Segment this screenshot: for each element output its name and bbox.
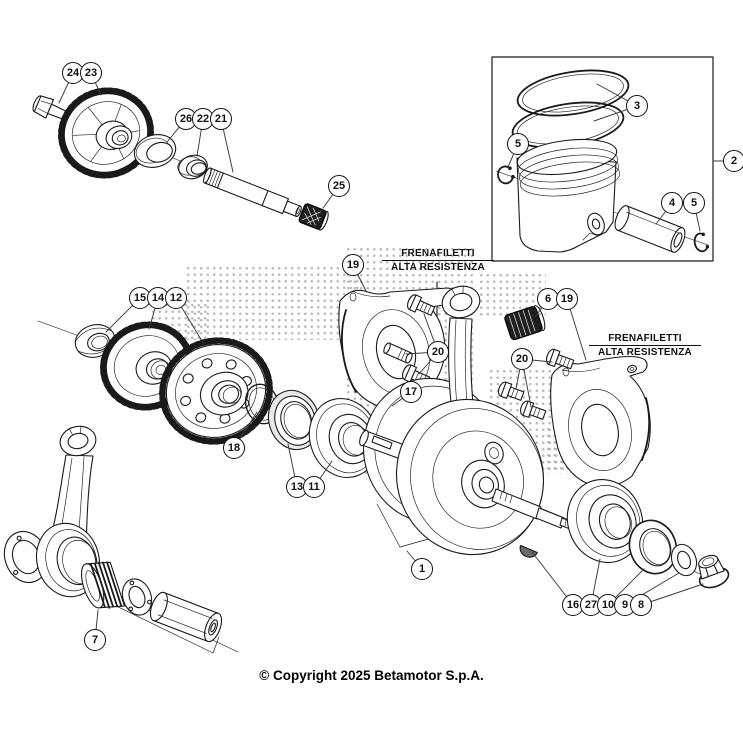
callout-19: 19 (556, 288, 578, 310)
callout-21: 21 (210, 108, 232, 130)
bearing-27 (566, 479, 644, 563)
gear-23 (58, 87, 154, 179)
copyright-text: © Copyright 2025 Betamotor S.p.A. (259, 668, 484, 683)
note-subtitle: ALTA RESISTENZA (391, 262, 485, 273)
circlip-5-left (497, 165, 515, 185)
callout-11: 11 (303, 476, 325, 498)
callout-20: 20 (511, 348, 533, 370)
balance-shaft-21 (203, 167, 302, 218)
note-title: FRENAFILETTI (589, 333, 701, 346)
crank-pin-7 (149, 591, 223, 643)
callout-16: 16 (562, 594, 584, 616)
screw-20-f (519, 400, 547, 420)
bearing-26 (133, 134, 177, 168)
thrust-washer-b (121, 578, 153, 616)
seal-10 (628, 519, 678, 575)
needle-cage-7 (80, 561, 125, 609)
callout-25: 25 (328, 175, 350, 197)
screw-20-a (406, 294, 436, 316)
callout-5: 5 (507, 133, 529, 155)
callout-5: 5 (683, 192, 705, 214)
callout-20: 20 (427, 341, 449, 363)
callout-13: 13 (286, 476, 308, 498)
callout-24: 24 (62, 62, 84, 84)
stud-20-b (383, 342, 413, 364)
callout-1: 1 (411, 558, 433, 580)
washer-9 (670, 543, 698, 577)
halftone-dots (185, 265, 360, 340)
callout-3: 3 (626, 95, 648, 117)
callout-7: 7 (84, 629, 106, 651)
callout-6: 6 (537, 288, 559, 310)
connecting-rod-7 (36, 425, 100, 598)
spacer-22 (177, 154, 208, 180)
note-subtitle: ALTA RESISTENZA (598, 347, 692, 358)
balancer-weight-right-19 (550, 355, 651, 488)
threadlocker-note-right: FRENAFILETTI ALTA RESISTENZA (589, 333, 701, 358)
callout-17: 17 (400, 381, 422, 403)
crankshaft-1 (359, 398, 579, 556)
callout-18: 18 (223, 437, 245, 459)
screw-20-d (545, 348, 575, 370)
callout-12: 12 (165, 287, 187, 309)
woodruff-key-16 (519, 544, 538, 558)
screw-20-e (497, 381, 525, 401)
flange-nut-8 (698, 554, 730, 589)
callout-10: 10 (597, 594, 619, 616)
callout-4: 4 (661, 192, 683, 214)
callout-8: 8 (630, 594, 652, 616)
circlip-5-right (693, 232, 710, 253)
plug-25 (298, 203, 329, 231)
note-title: FRENAFILETTI (382, 248, 494, 261)
piston-kit-box (491, 56, 714, 262)
bearing-11 (308, 397, 380, 479)
needle-bearing-6 (504, 305, 546, 341)
callout-23: 23 (80, 62, 102, 84)
callout-2: 2 (723, 150, 743, 172)
piston (516, 138, 620, 253)
threadlocker-note-left: FRENAFILETTI ALTA RESISTENZA (382, 248, 494, 273)
callout-19: 19 (342, 254, 364, 276)
piston-pin-4 (614, 205, 686, 253)
callout-22: 22 (192, 108, 214, 130)
